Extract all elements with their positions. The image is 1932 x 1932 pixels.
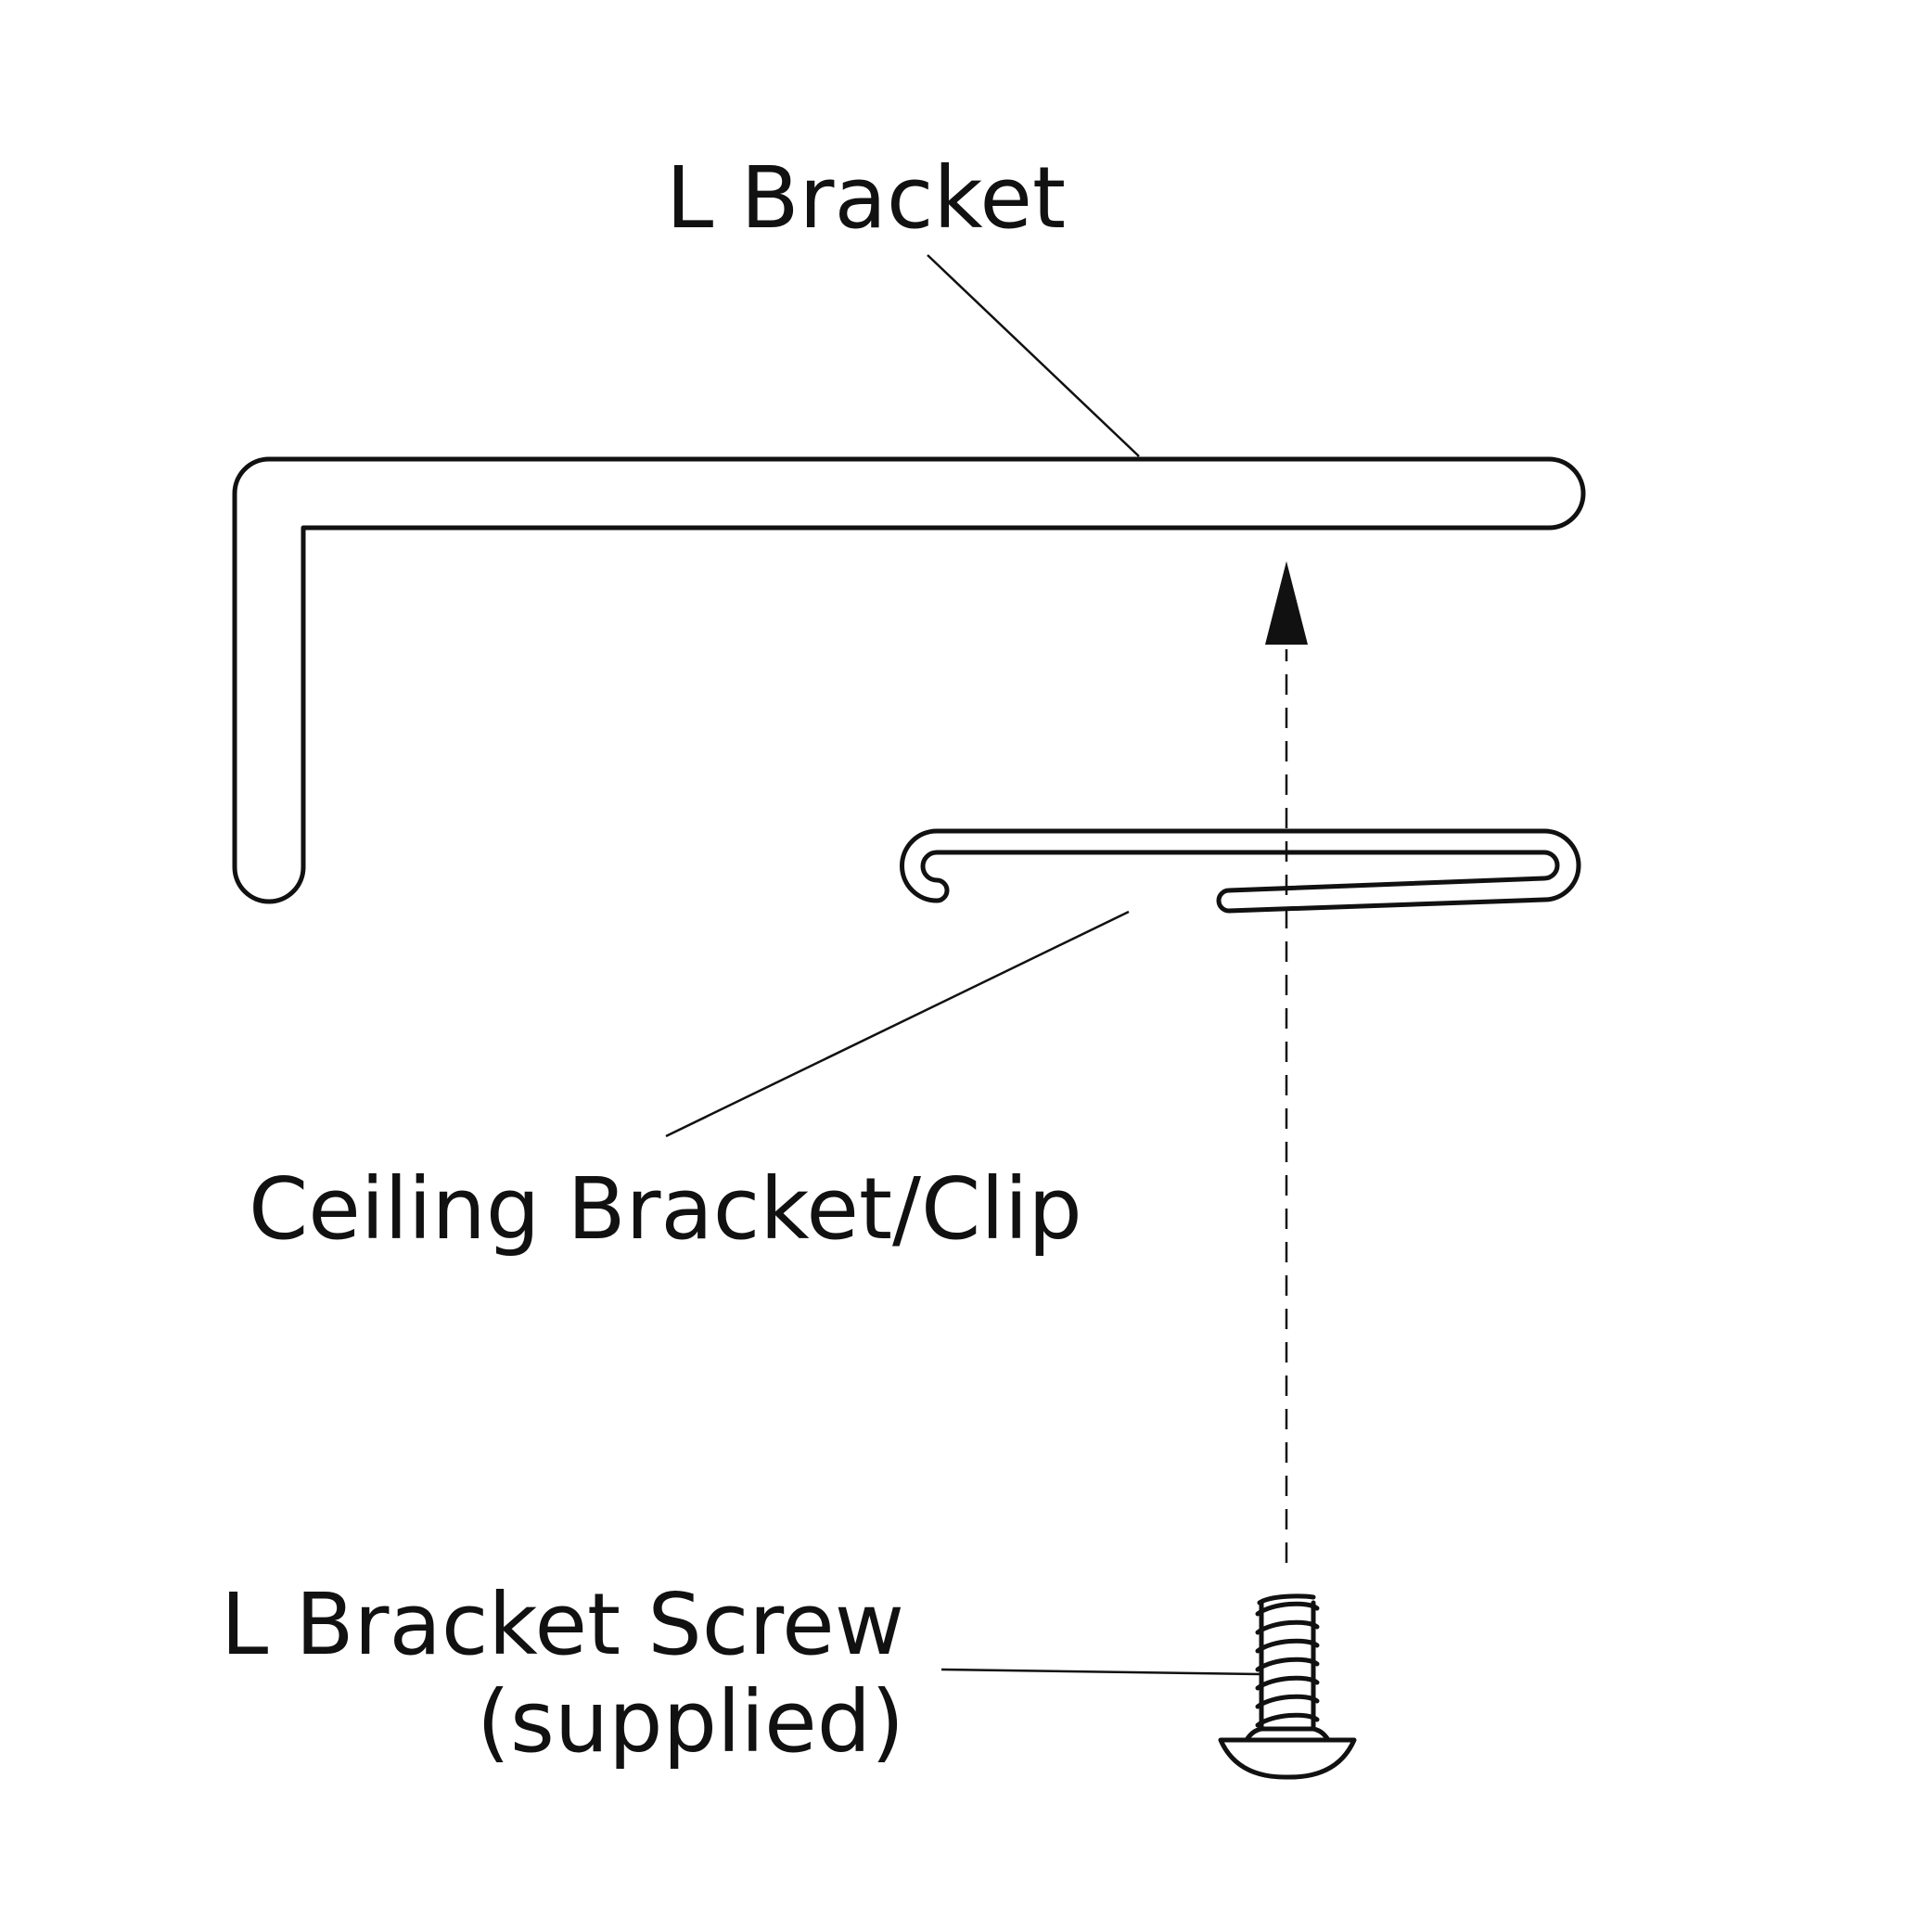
screw-leader bbox=[940, 1668, 1260, 1676]
ceiling-clip-part bbox=[900, 828, 1581, 914]
l-bracket-leader bbox=[927, 254, 1140, 457]
l-bracket-part bbox=[232, 456, 1586, 904]
screw-label-line2: (supplied) bbox=[477, 1672, 904, 1772]
screw-head bbox=[1218, 1737, 1357, 1780]
ceiling-clip-label: Ceiling Bracket/Clip bbox=[249, 1159, 1082, 1259]
screw-part bbox=[1218, 1593, 1357, 1780]
screw-label-line1: L Bracket Screw bbox=[221, 1575, 904, 1674]
ceiling-clip-leader bbox=[665, 910, 1130, 1138]
screw-threads bbox=[1255, 1593, 1320, 1728]
l-bracket-label: L Bracket bbox=[666, 148, 1066, 248]
arrow-up-icon bbox=[1265, 561, 1308, 645]
screw-neck bbox=[1244, 1726, 1331, 1743]
